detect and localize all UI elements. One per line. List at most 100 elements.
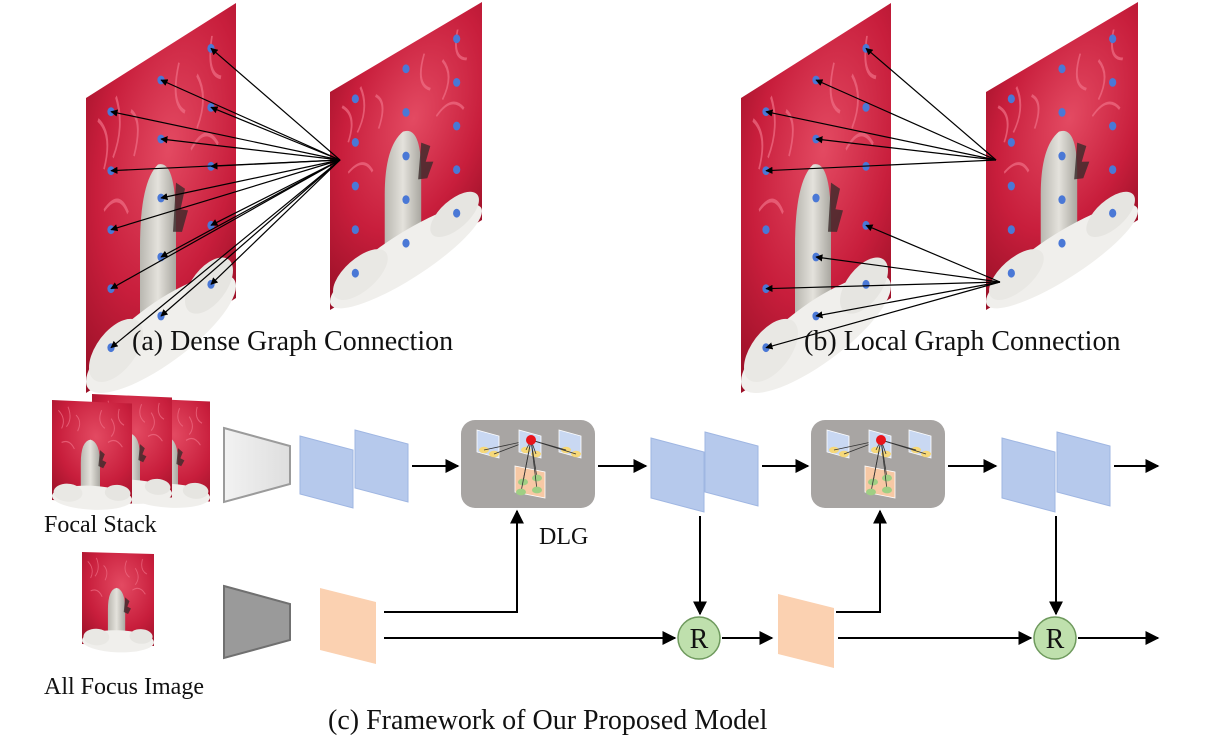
dense-graph-edges — [110, 47, 341, 349]
node-dot — [351, 268, 359, 278]
node-dot — [1109, 165, 1117, 175]
mini-node — [882, 474, 892, 482]
flow-arrows — [384, 459, 1160, 645]
node-dot — [862, 43, 870, 53]
node-dot — [862, 102, 870, 112]
panel-framework: Focal Stack All Focus Image — [44, 393, 1160, 700]
graph-edge — [210, 159, 341, 170]
panel-local-graph — [739, 0, 1140, 419]
graph-edge — [160, 159, 341, 258]
dense-target-image — [328, 0, 484, 329]
dlg-module-2 — [811, 420, 945, 508]
focal-features-2 — [650, 431, 759, 513]
local-target-image — [984, 0, 1140, 329]
node-dot — [453, 78, 461, 87]
mini-center-node — [876, 435, 886, 445]
graph-edge — [210, 159, 341, 226]
node-dot — [1109, 121, 1117, 131]
node-dot — [351, 225, 359, 235]
focal-encoder — [223, 426, 291, 504]
label-dlg: DLG — [539, 524, 588, 550]
node-dot — [453, 165, 461, 175]
mini-edge — [530, 439, 577, 455]
node-dot — [453, 208, 461, 218]
node-dot — [1007, 181, 1015, 191]
graph-edge — [110, 159, 341, 232]
node-dot — [402, 151, 410, 161]
graph-edge — [765, 159, 997, 174]
node-dot — [402, 64, 410, 74]
node-dot — [1007, 268, 1015, 278]
node-dot — [1058, 64, 1066, 74]
graph-edge — [210, 159, 341, 285]
mini-node — [516, 488, 526, 496]
graph-edge — [765, 281, 1001, 293]
focal-features-3 — [1001, 431, 1111, 513]
graph-edge — [815, 79, 997, 161]
graph-edge — [160, 159, 341, 201]
graph-edge — [110, 109, 341, 161]
mini-node — [532, 474, 542, 482]
graph-edge — [210, 47, 341, 161]
dense-target-nodes — [351, 34, 461, 278]
node-dot — [1007, 225, 1015, 235]
node-dot — [402, 108, 410, 117]
graph-edge — [160, 79, 341, 161]
label-focal-stack: Focal Stack — [44, 512, 157, 538]
refine-label-2: R — [1046, 624, 1065, 655]
graph-edge — [815, 281, 1001, 319]
caption-framework: (c) Framework of Our Proposed Model — [328, 705, 768, 736]
node-dot — [402, 195, 410, 205]
mini-edge — [530, 439, 538, 491]
rgb-feature-2 — [778, 594, 834, 668]
graph-edge — [865, 224, 1001, 283]
local-target-nodes — [1007, 34, 1117, 278]
node-dot — [862, 279, 870, 289]
node-dot — [1058, 195, 1066, 205]
mini-node — [866, 488, 876, 496]
node-dot — [402, 238, 410, 248]
refine-node-2: R — [1033, 616, 1077, 660]
focal-features-1 — [299, 429, 409, 509]
graph-edge — [110, 159, 341, 290]
node-dot — [453, 34, 461, 44]
node-dot — [1058, 108, 1066, 117]
refine-node-1: R — [677, 616, 721, 660]
graph-edge — [160, 159, 341, 317]
rgb-feature-1 — [320, 588, 376, 664]
graph-edge — [160, 136, 341, 161]
node-dot — [107, 225, 115, 235]
refine-label-1: R — [690, 624, 709, 655]
node-dot — [812, 193, 820, 203]
node-dot — [1058, 151, 1066, 161]
graph-edge — [110, 159, 341, 349]
node-dot — [351, 94, 359, 104]
focal-stack-images — [51, 393, 211, 513]
node-dot — [351, 181, 359, 191]
node-dot — [1058, 238, 1066, 248]
node-dot — [1109, 78, 1117, 87]
mini-edge — [880, 439, 927, 455]
label-all-focus: All Focus Image — [44, 674, 204, 700]
graph-edge — [815, 254, 1001, 283]
mini-node — [882, 486, 892, 494]
node-dot — [762, 225, 770, 235]
node-dot — [207, 43, 215, 53]
all-focus-image — [81, 551, 155, 654]
rgb-encoder — [223, 584, 291, 660]
graph-edge — [815, 136, 997, 161]
node-dot — [1109, 208, 1117, 218]
node-dot — [1109, 34, 1117, 44]
graph-edge — [210, 106, 341, 161]
caption-dense: (a) Dense Graph Connection — [132, 326, 453, 357]
mini-node — [532, 486, 542, 494]
graph-edge — [765, 281, 1001, 350]
node-dot — [1007, 94, 1015, 104]
caption-local: (b) Local Graph Connection — [804, 326, 1120, 357]
mini-edge — [520, 439, 532, 493]
mini-edge — [880, 439, 888, 491]
node-dot — [351, 138, 359, 147]
node-dot — [1007, 138, 1015, 147]
dlg-module-1 — [461, 420, 595, 508]
